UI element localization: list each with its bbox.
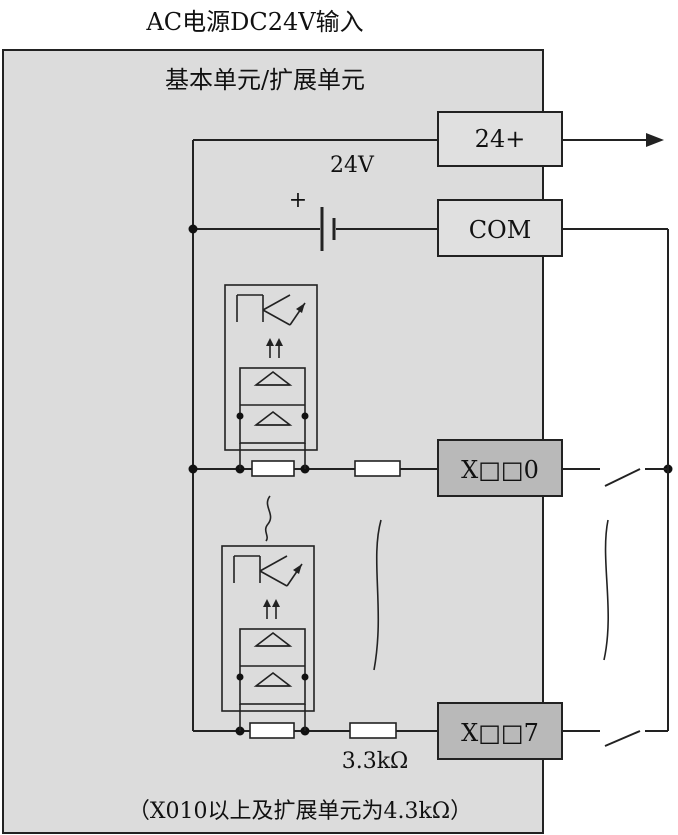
terminal-x7: X□□7	[437, 702, 563, 760]
external-wiring	[562, 133, 669, 747]
svg-text:X□□7: X□□7	[461, 719, 539, 747]
continuation-marks	[264, 495, 609, 671]
svg-text:24+: 24+	[475, 125, 526, 153]
svg-text:COM: COM	[469, 216, 532, 244]
battery-plus-sign: +	[289, 188, 307, 213]
svg-text:X□□0: X□□0	[461, 456, 539, 484]
battery-symbol	[320, 207, 336, 251]
terminal-24plus: 24+	[437, 111, 563, 167]
resistors	[249, 460, 401, 739]
optocoupler-2	[221, 545, 315, 731]
battery-voltage-label: 24V	[330, 153, 375, 178]
unit-label: 基本单元/扩展单元	[165, 66, 365, 94]
footnote: （X010以上及扩展单元为4.3kΩ）	[128, 799, 472, 824]
resistor-value-label: 3.3kΩ	[342, 749, 409, 774]
terminal-com: COM	[437, 199, 563, 257]
diagram-title: AC电源DC24V输入	[145, 8, 363, 36]
terminal-x0: X□□0	[437, 439, 563, 497]
optocoupler-1	[224, 284, 318, 469]
